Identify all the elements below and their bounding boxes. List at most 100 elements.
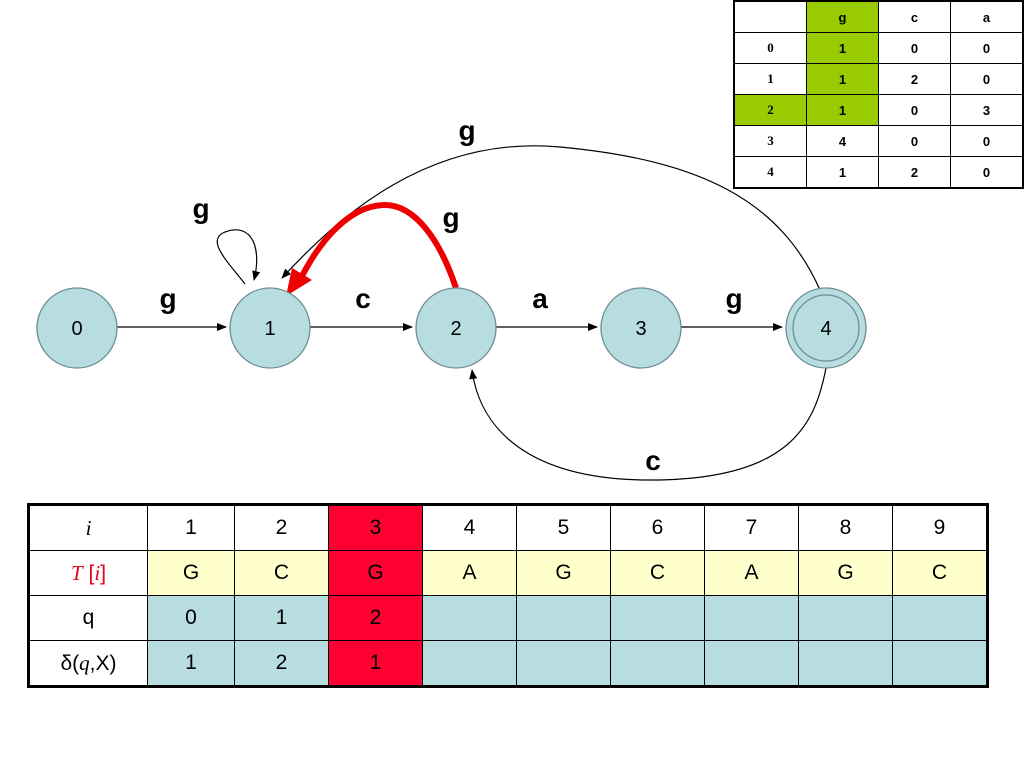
bracket-close: ] [100, 561, 107, 585]
text-index-var: i [94, 560, 101, 585]
state-3: 3 [600, 287, 682, 369]
delta-cell: 2 [234, 640, 329, 687]
row-label-q: q [28, 595, 148, 641]
label-edge-2-1: g [442, 202, 459, 233]
state-1-label: 1 [264, 318, 275, 340]
state-4-label: 4 [820, 318, 831, 340]
state-4-accepting: 4 [785, 287, 867, 369]
state-cell [704, 595, 799, 641]
delta-cell: 1 [147, 640, 235, 687]
index-cell: 6 [610, 504, 705, 551]
delta-cell [516, 640, 611, 687]
header-corner-cell [733, 0, 807, 33]
delta-var: q [79, 650, 90, 675]
transition-table-header: g c a [733, 0, 1024, 33]
text-cell: C [610, 550, 705, 596]
state-cell [516, 595, 611, 641]
cell-c: 2 [877, 156, 951, 189]
cell-g: 1 [805, 94, 879, 126]
label-edge-4-2: c [645, 445, 661, 476]
state-2-label: 2 [450, 318, 461, 340]
state-3-label: 3 [635, 318, 646, 340]
cell-c: 2 [877, 63, 951, 95]
cell-a: 0 [949, 156, 1024, 189]
state-2: 2 [415, 287, 497, 369]
text-cell: G [147, 550, 235, 596]
delta-cell [892, 640, 988, 687]
highlighted-arrowhead [286, 268, 312, 296]
transition-table: g c a 0 1 0 0 1 1 2 0 2 1 0 3 3 4 0 0 4 … [733, 0, 1024, 189]
index-symbol: i [85, 515, 92, 540]
text-cell: C [892, 550, 988, 596]
text-cell: C [234, 550, 329, 596]
delta-cell [422, 640, 517, 687]
row-label-i: i [28, 504, 148, 551]
cell-c: 0 [877, 125, 951, 157]
header-c: c [877, 0, 951, 33]
cell-g: 4 [805, 125, 879, 157]
cell-a: 0 [949, 32, 1024, 64]
label-edge-4-1: g [458, 115, 475, 146]
state-cell [610, 595, 705, 641]
delta-cell [704, 640, 799, 687]
cell-g: 1 [805, 32, 879, 64]
state-0-label: 0 [71, 318, 82, 340]
header-a: a [949, 0, 1024, 33]
transition-row: 0 1 0 0 [733, 32, 1024, 64]
state-cell: 3 [733, 125, 807, 157]
cell-c: 0 [877, 32, 951, 64]
state-cell: 0 [147, 595, 235, 641]
index-cell: 7 [704, 504, 799, 551]
delta-suffix: ,X) [89, 651, 117, 675]
transition-row: 4 1 2 0 [733, 156, 1024, 189]
delta-prefix: δ( [60, 651, 80, 675]
state-1: 1 [229, 287, 311, 369]
delta-cell [798, 640, 893, 687]
automaton-diagram: 0 1 2 3 4 g g c a g g g c [36, 115, 867, 481]
text-cell: G [516, 550, 611, 596]
label-edge-1-2: c [355, 283, 371, 314]
text-cell: A [704, 550, 799, 596]
cell-a: 0 [949, 125, 1024, 157]
row-label-delta: δ(q,X) [28, 640, 148, 687]
state-cell [422, 595, 517, 641]
text-cell: A [422, 550, 517, 596]
index-cell: 3 [328, 504, 423, 551]
transition-row: 3 4 0 0 [733, 125, 1024, 157]
index-cell: 8 [798, 504, 893, 551]
cell-a: 3 [949, 94, 1024, 126]
cell-g: 1 [805, 63, 879, 95]
label-edge-0-1: g [159, 283, 176, 314]
state-cell [798, 595, 893, 641]
state-cell: 1 [234, 595, 329, 641]
index-cell: 9 [892, 504, 988, 551]
text-cell: G [798, 550, 893, 596]
label-edge-3-4: g [725, 283, 742, 314]
index-cell: 5 [516, 504, 611, 551]
bracket-open: [ [88, 561, 95, 585]
delta-cell [610, 640, 705, 687]
index-cell: 2 [234, 504, 329, 551]
index-cell: 1 [147, 504, 235, 551]
state-cell [892, 595, 988, 641]
transition-row-highlighted: 2 1 0 3 [733, 94, 1024, 126]
delta-cell: 1 [328, 640, 423, 687]
label-edge-1-self: g [192, 193, 209, 224]
state-0: 0 [36, 287, 118, 369]
cell-g: 1 [805, 156, 879, 189]
cell-c: 0 [877, 94, 951, 126]
edge-2-1-highlighted [297, 201, 459, 289]
label-edge-2-3: a [532, 283, 548, 314]
state-cell: 0 [733, 32, 807, 64]
transition-row: 1 1 2 0 [733, 63, 1024, 95]
text-cell: G [328, 550, 423, 596]
cell-a: 0 [949, 63, 1024, 95]
state-cell: 2 [733, 94, 807, 126]
state-cell: 2 [328, 595, 423, 641]
index-cell: 4 [422, 504, 517, 551]
state-cell: 4 [733, 156, 807, 189]
